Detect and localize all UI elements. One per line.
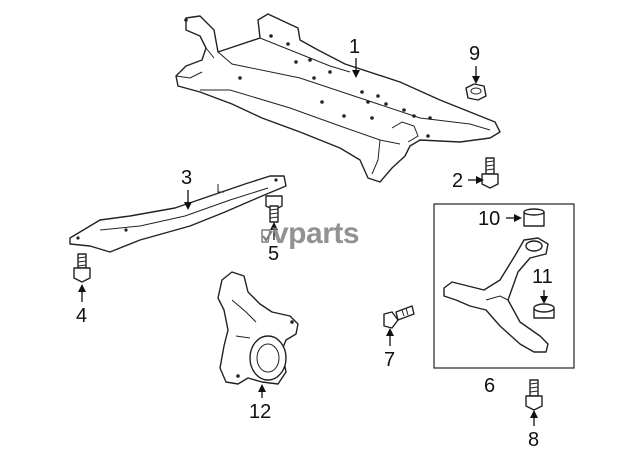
stiffener-bar (69, 175, 287, 253)
callout-5: 5 (268, 243, 280, 265)
knuckle (217, 271, 299, 385)
bushing-11 (533, 303, 555, 319)
bolt-2 (481, 157, 499, 189)
lower-control-arm (443, 237, 549, 353)
callout-10: 10 (478, 208, 501, 230)
callout-12: 12 (249, 401, 272, 423)
callout-2: 2 (452, 170, 464, 192)
watermark-logo-icon (261, 229, 273, 243)
callout-3: 3 (181, 167, 193, 189)
callout-8: 8 (528, 429, 540, 451)
watermark-text: vparts (272, 217, 360, 250)
subframe (175, 13, 501, 183)
bolt-4 (73, 253, 91, 283)
callout-6: 6 (484, 375, 496, 397)
leader-arrows (78, 58, 548, 426)
callout-1: 1 (349, 36, 361, 58)
callout-7: 7 (384, 349, 396, 371)
bolt-5 (265, 195, 283, 223)
assembly-box-6 (433, 203, 575, 369)
callout-11: 11 (532, 266, 553, 288)
bushing-10 (523, 208, 545, 227)
callout-4: 4 (76, 305, 88, 327)
nut-9 (465, 83, 487, 101)
bolt-7 (383, 305, 415, 329)
bolt-8 (525, 379, 543, 411)
callout-9: 9 (469, 43, 481, 65)
